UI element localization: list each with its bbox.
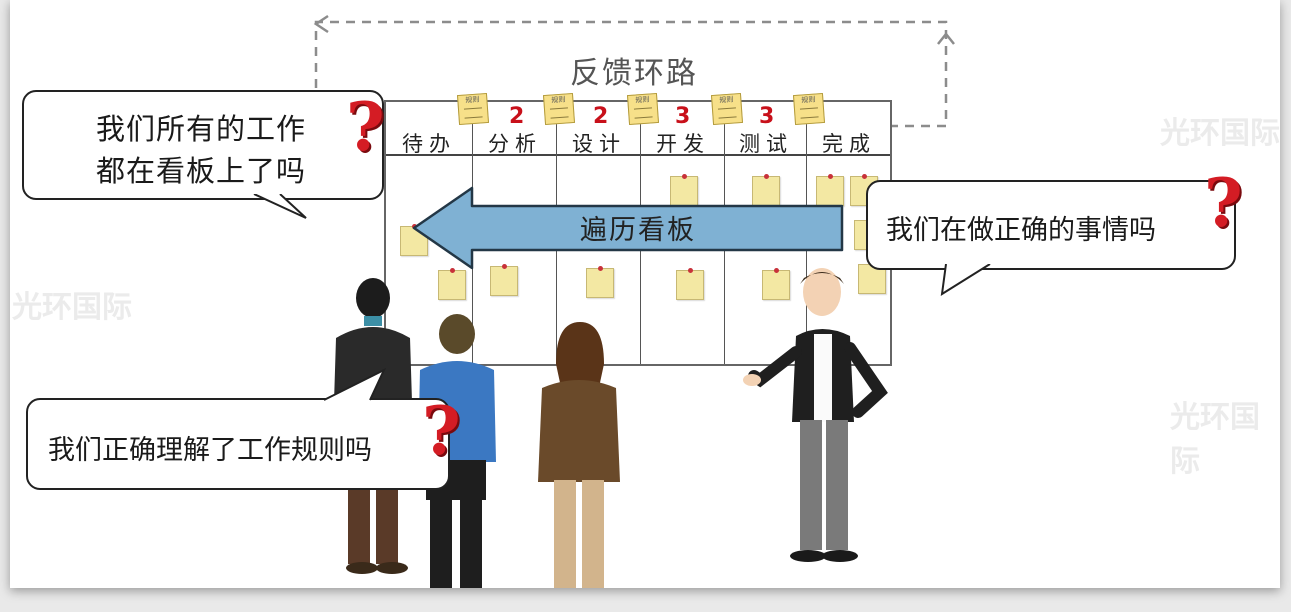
column-title: 设计 [572,132,626,156]
sticky-note [490,264,518,296]
wip-limit: 3 [675,104,691,129]
presenter-icon [743,268,888,562]
illustration-card: 光环国际 光环国际 光环国际 反馈环路 待办 2 分析 2 设计 3 开发 3 … [10,0,1280,588]
bubble-tail [940,264,991,296]
speech-bubble-right: 我们在做正确的事情吗 [866,180,1236,270]
wip-limit: 3 [759,104,775,129]
bubble-text-line: 我们所有的工作 [96,112,307,146]
bubble-text: 我们正确理解了工作规则吗 [48,435,372,466]
column-title: 待办 [402,132,456,156]
bubble-text-line: 都在看板上了吗 [96,154,307,188]
speech-bubble-top-left: 我们所有的工作 都在看板上了吗 [22,90,384,200]
header-divider [386,154,890,156]
question-mark-icon: ? [346,88,385,166]
bubble-tail [253,194,307,219]
traverse-arrow-icon [412,186,844,270]
sticky-note [762,268,790,300]
traverse-arrow-label: 遍历看板 [580,215,696,246]
wip-limit: 2 [509,104,525,129]
sticky-note [438,268,466,300]
person-blue-sweater-icon [418,314,496,588]
watermark: 光环国际 [1160,116,1280,151]
wip-limit: 2 [593,104,609,129]
question-mark-icon: ? [1204,164,1243,242]
bubble-tail [323,367,387,401]
question-mark-icon: ? [422,392,461,470]
sticky-note [676,268,704,300]
speech-bubble-bottom-left: 我们正确理解了工作规则吗 [26,398,450,490]
bubble-text: 我们在做正确的事情吗 [886,215,1156,246]
column-title: 测试 [739,132,793,156]
column-title: 完成 [822,132,876,156]
feedback-loop-arrow [313,14,955,128]
watermark: 光环国际 [12,290,132,325]
sticky-note [586,266,614,298]
column-todo: 待办 [386,102,472,364]
person-brown-jacket-icon [538,322,620,588]
watermark: 光环国际 [1170,400,1260,479]
column-title: 开发 [656,132,710,156]
column-testing: 3 测试 [724,102,807,364]
column-title: 分析 [488,132,542,156]
sticky-note [752,174,780,206]
feedback-loop-label: 反馈环路 [570,56,698,91]
